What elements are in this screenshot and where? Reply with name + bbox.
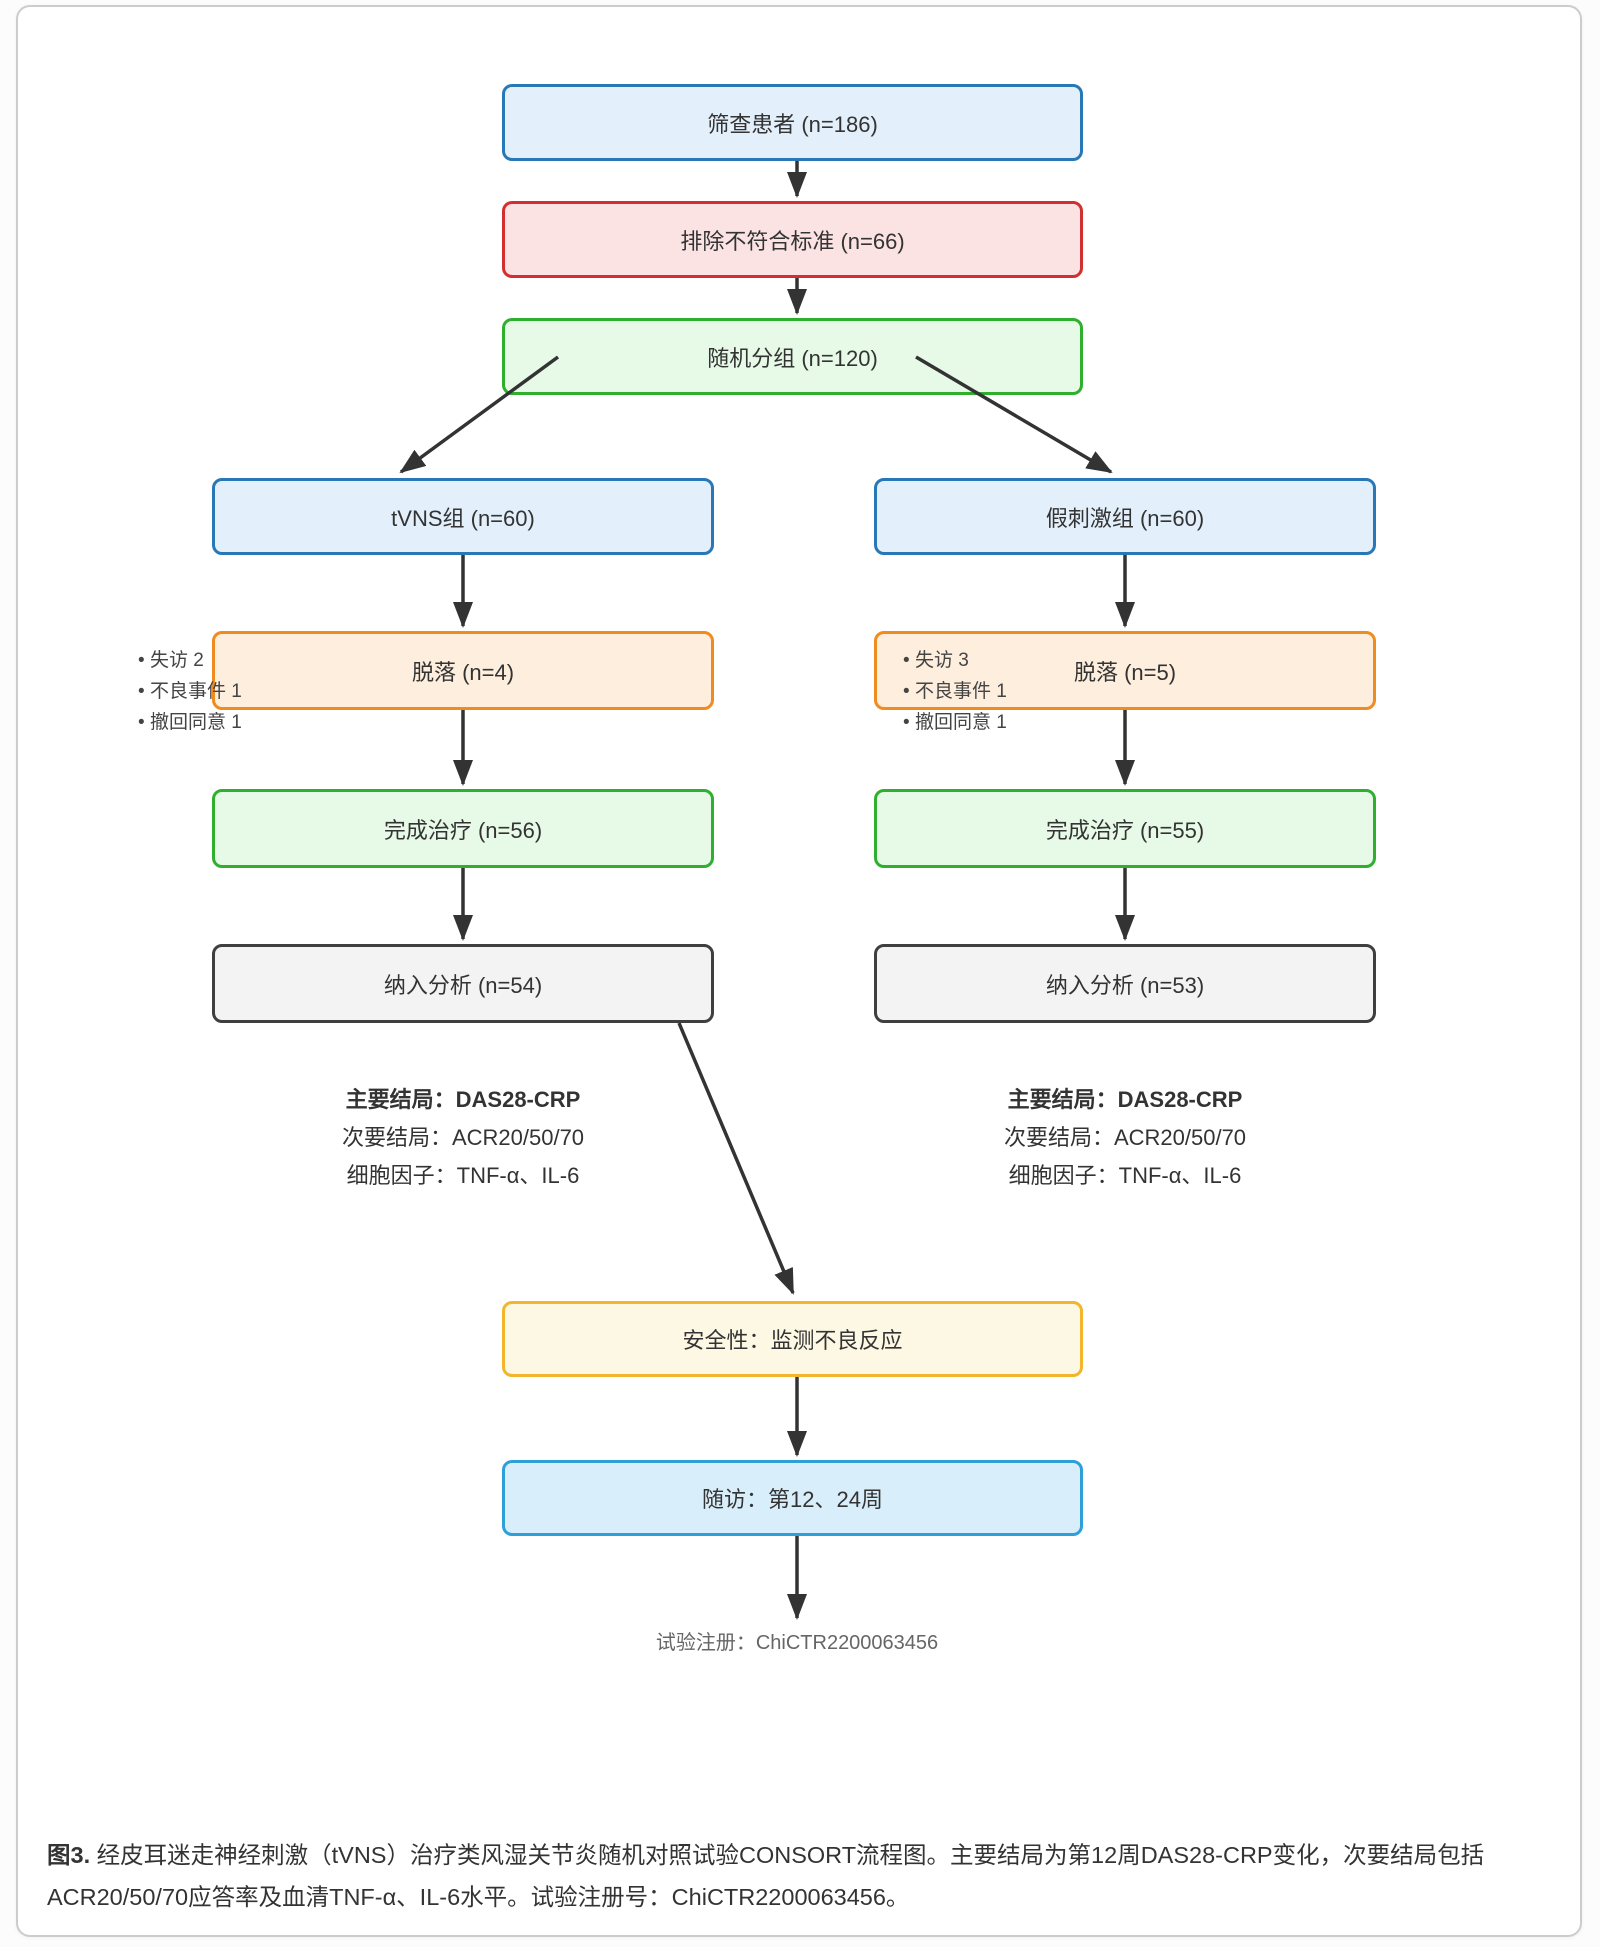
- node-tvns-dropout: 脱落 (n=4): [212, 631, 714, 710]
- arrow-randomized-to-tvns: [399, 355, 560, 474]
- node-safety: 安全性：监测不良反应: [502, 1301, 1083, 1377]
- sham-outcomes: 主要结局：DAS28-CRP 次要结局：ACR20/50/70 细胞因子：TNF…: [874, 1081, 1376, 1195]
- sham-secondary-outcome: 次要结局：ACR20/50/70: [1003, 1125, 1247, 1150]
- node-randomized-label: 随机分组 (n=120): [707, 345, 878, 371]
- sham-primary-outcome: 主要结局：DAS28-CRP: [1007, 1087, 1243, 1112]
- arrow-randomized-to-sham: [915, 355, 1113, 474]
- node-followup: 随访：第12、24周: [502, 1460, 1083, 1536]
- caption-text: 经皮耳迷走神经刺激（tVNS）治疗类风湿关节炎随机对照试验CONSORT流程图。…: [47, 1842, 1485, 1910]
- node-screened: 筛查患者 (n=186): [502, 84, 1083, 161]
- list-item: 不良事件 1: [903, 676, 1007, 707]
- node-randomized: 随机分组 (n=120): [502, 318, 1083, 395]
- node-tvns-group-label: tVNS组 (n=60): [391, 505, 535, 531]
- registration-text: 试验注册：ChiCTR2200063456: [655, 1632, 939, 1654]
- list-item: 失访 3: [903, 645, 1007, 676]
- node-safety-label: 安全性：监测不良反应: [682, 1328, 903, 1353]
- node-tvns-analyzed-label: 纳入分析 (n=54): [383, 972, 543, 998]
- node-sham-group: 假刺激组 (n=60): [874, 478, 1376, 555]
- tvns-outcomes: 主要结局：DAS28-CRP 次要结局：ACR20/50/70 细胞因子：TNF…: [212, 1081, 714, 1195]
- list-item: 撤回同意 1: [138, 707, 242, 738]
- node-sham-dropout-label: 脱落 (n=5): [1073, 659, 1177, 685]
- node-sham-group-label: 假刺激组 (n=60): [1045, 505, 1205, 531]
- node-sham-completed: 完成治疗 (n=55): [874, 789, 1376, 868]
- figure-caption: 图3. 经皮耳迷走神经刺激（tVNS）治疗类风湿关节炎随机对照试验CONSORT…: [47, 1834, 1507, 1918]
- node-tvns-group: tVNS组 (n=60): [212, 478, 714, 555]
- node-excluded-label: 排除不符合标准 (n=66): [680, 228, 905, 254]
- node-excluded: 排除不符合标准 (n=66): [502, 201, 1083, 278]
- node-followup-label: 随访：第12、24周: [702, 1487, 883, 1512]
- tvns-cytokines: 细胞因子：TNF-α、IL-6: [346, 1163, 580, 1188]
- sham-dropout-reasons: 失访 3 不良事件 1 撤回同意 1: [903, 645, 1007, 738]
- node-sham-analyzed: 纳入分析 (n=53): [874, 944, 1376, 1023]
- tvns-primary-outcome: 主要结局：DAS28-CRP: [345, 1087, 581, 1112]
- caption-prefix: 图3.: [47, 1842, 91, 1868]
- list-item: 不良事件 1: [138, 676, 242, 707]
- list-item: 失访 2: [138, 645, 242, 676]
- node-tvns-dropout-label: 脱落 (n=4): [411, 659, 515, 685]
- sham-cytokines: 细胞因子：TNF-α、IL-6: [1008, 1163, 1242, 1188]
- tvns-dropout-reasons: 失访 2 不良事件 1 撤回同意 1: [138, 645, 242, 738]
- arrow-analyzed-to-safety: [677, 1022, 795, 1295]
- node-tvns-analyzed: 纳入分析 (n=54): [212, 944, 714, 1023]
- tvns-secondary-outcome: 次要结局：ACR20/50/70: [341, 1125, 585, 1150]
- node-screened-label: 筛查患者 (n=186): [707, 111, 878, 137]
- node-sham-completed-label: 完成治疗 (n=55): [1045, 817, 1205, 843]
- node-tvns-completed: 完成治疗 (n=56): [212, 789, 714, 868]
- node-tvns-completed-label: 完成治疗 (n=56): [383, 817, 543, 843]
- node-sham-analyzed-label: 纳入分析 (n=53): [1045, 972, 1205, 998]
- list-item: 撤回同意 1: [903, 707, 1007, 738]
